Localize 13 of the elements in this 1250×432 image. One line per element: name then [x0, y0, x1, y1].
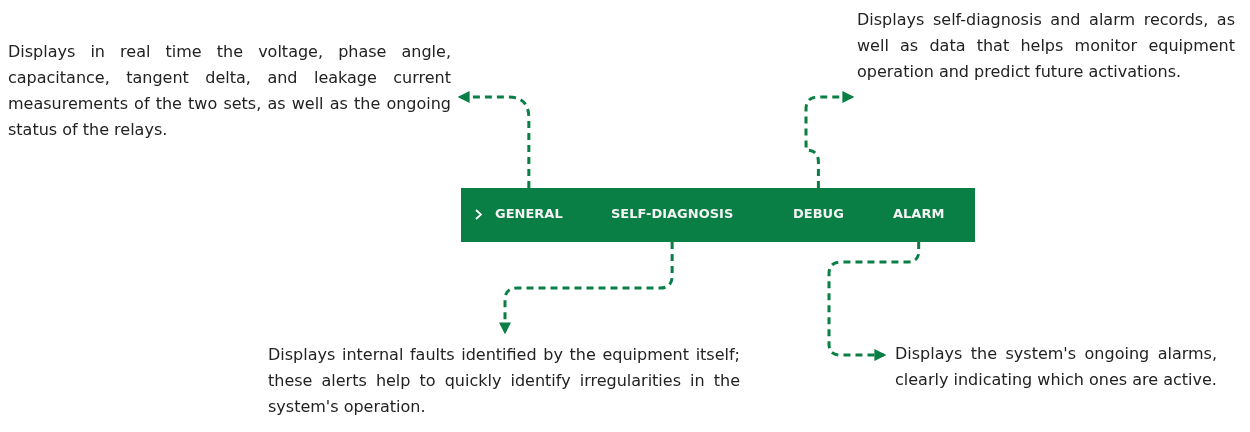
dashed-arrow: [804, 91, 855, 188]
description-text: Displays in real time the voltage, phase angle, capacitance, tangent delta, and leakage current measurements of the two sets, as well as the ongoing status of the relays.: [8, 39, 451, 143]
tab-bar: [461, 188, 975, 242]
tab-label: DEBUG: [793, 206, 844, 221]
description-text: Displays the system's ongoing alarms, clearly indicating which ones are active.: [895, 341, 1217, 393]
dashed-arrow: [499, 242, 674, 335]
dashed-arrow: [457, 91, 531, 188]
description-text: Displays internal faults identified by the equipment itself; these alerts help to quickly identify irregularities in the system's operation.: [268, 342, 740, 420]
tab-label: GENERAL: [495, 206, 563, 221]
description-text: Displays self-diagnosis and alarm records, as well as data that helps monitor equipment operation and predict future activations.: [857, 7, 1235, 85]
tab-label: ALARM: [893, 206, 945, 221]
tab-label: SELF-DIAGNOSIS: [611, 206, 734, 221]
dashed-arrow: [827, 242, 921, 361]
